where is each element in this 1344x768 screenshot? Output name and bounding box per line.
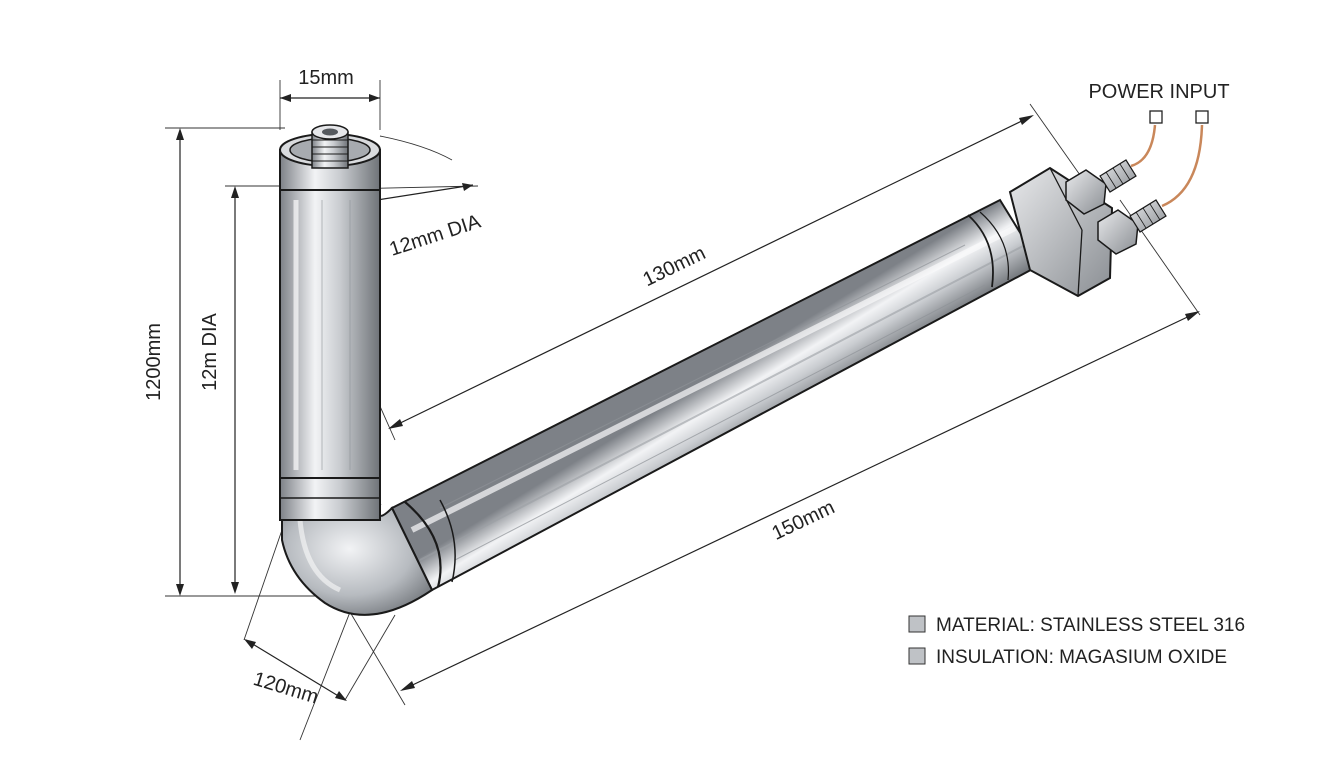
dim-top-diameter: 15mm <box>298 67 354 89</box>
power-wires <box>1130 110 1209 208</box>
dim-overall-height: 1200mm <box>143 323 165 401</box>
legend-material: MATERIAL: STAINLESS STEEL 316 <box>936 615 1245 636</box>
dim-vertical-diameter: 12m DIA <box>199 312 221 390</box>
power-input-label: POWER INPUT <box>1088 81 1229 103</box>
tube-bend <box>281 504 434 616</box>
legend-swatch-material <box>908 615 926 633</box>
diagonal-tube <box>390 198 1042 592</box>
dim-cap-diameter: 12mm DIA <box>387 210 484 260</box>
dim-outer-length: 150mm <box>769 496 839 544</box>
dim-bend-width: 120mm <box>251 668 321 709</box>
legend-insulation: INSULATION: MAGASIUM OXIDE <box>936 647 1227 668</box>
vertical-tube <box>279 185 381 521</box>
legend: MATERIAL: STAINLESS STEEL 316 INSULATION… <box>908 615 1245 668</box>
dim-inner-length: 130mm <box>640 242 710 291</box>
legend-swatch-insulation <box>908 647 926 665</box>
top-cap <box>279 124 381 191</box>
terminal-fitting <box>1008 159 1167 298</box>
terminal-box-right <box>1195 110 1209 124</box>
terminal-box-left <box>1149 110 1163 124</box>
